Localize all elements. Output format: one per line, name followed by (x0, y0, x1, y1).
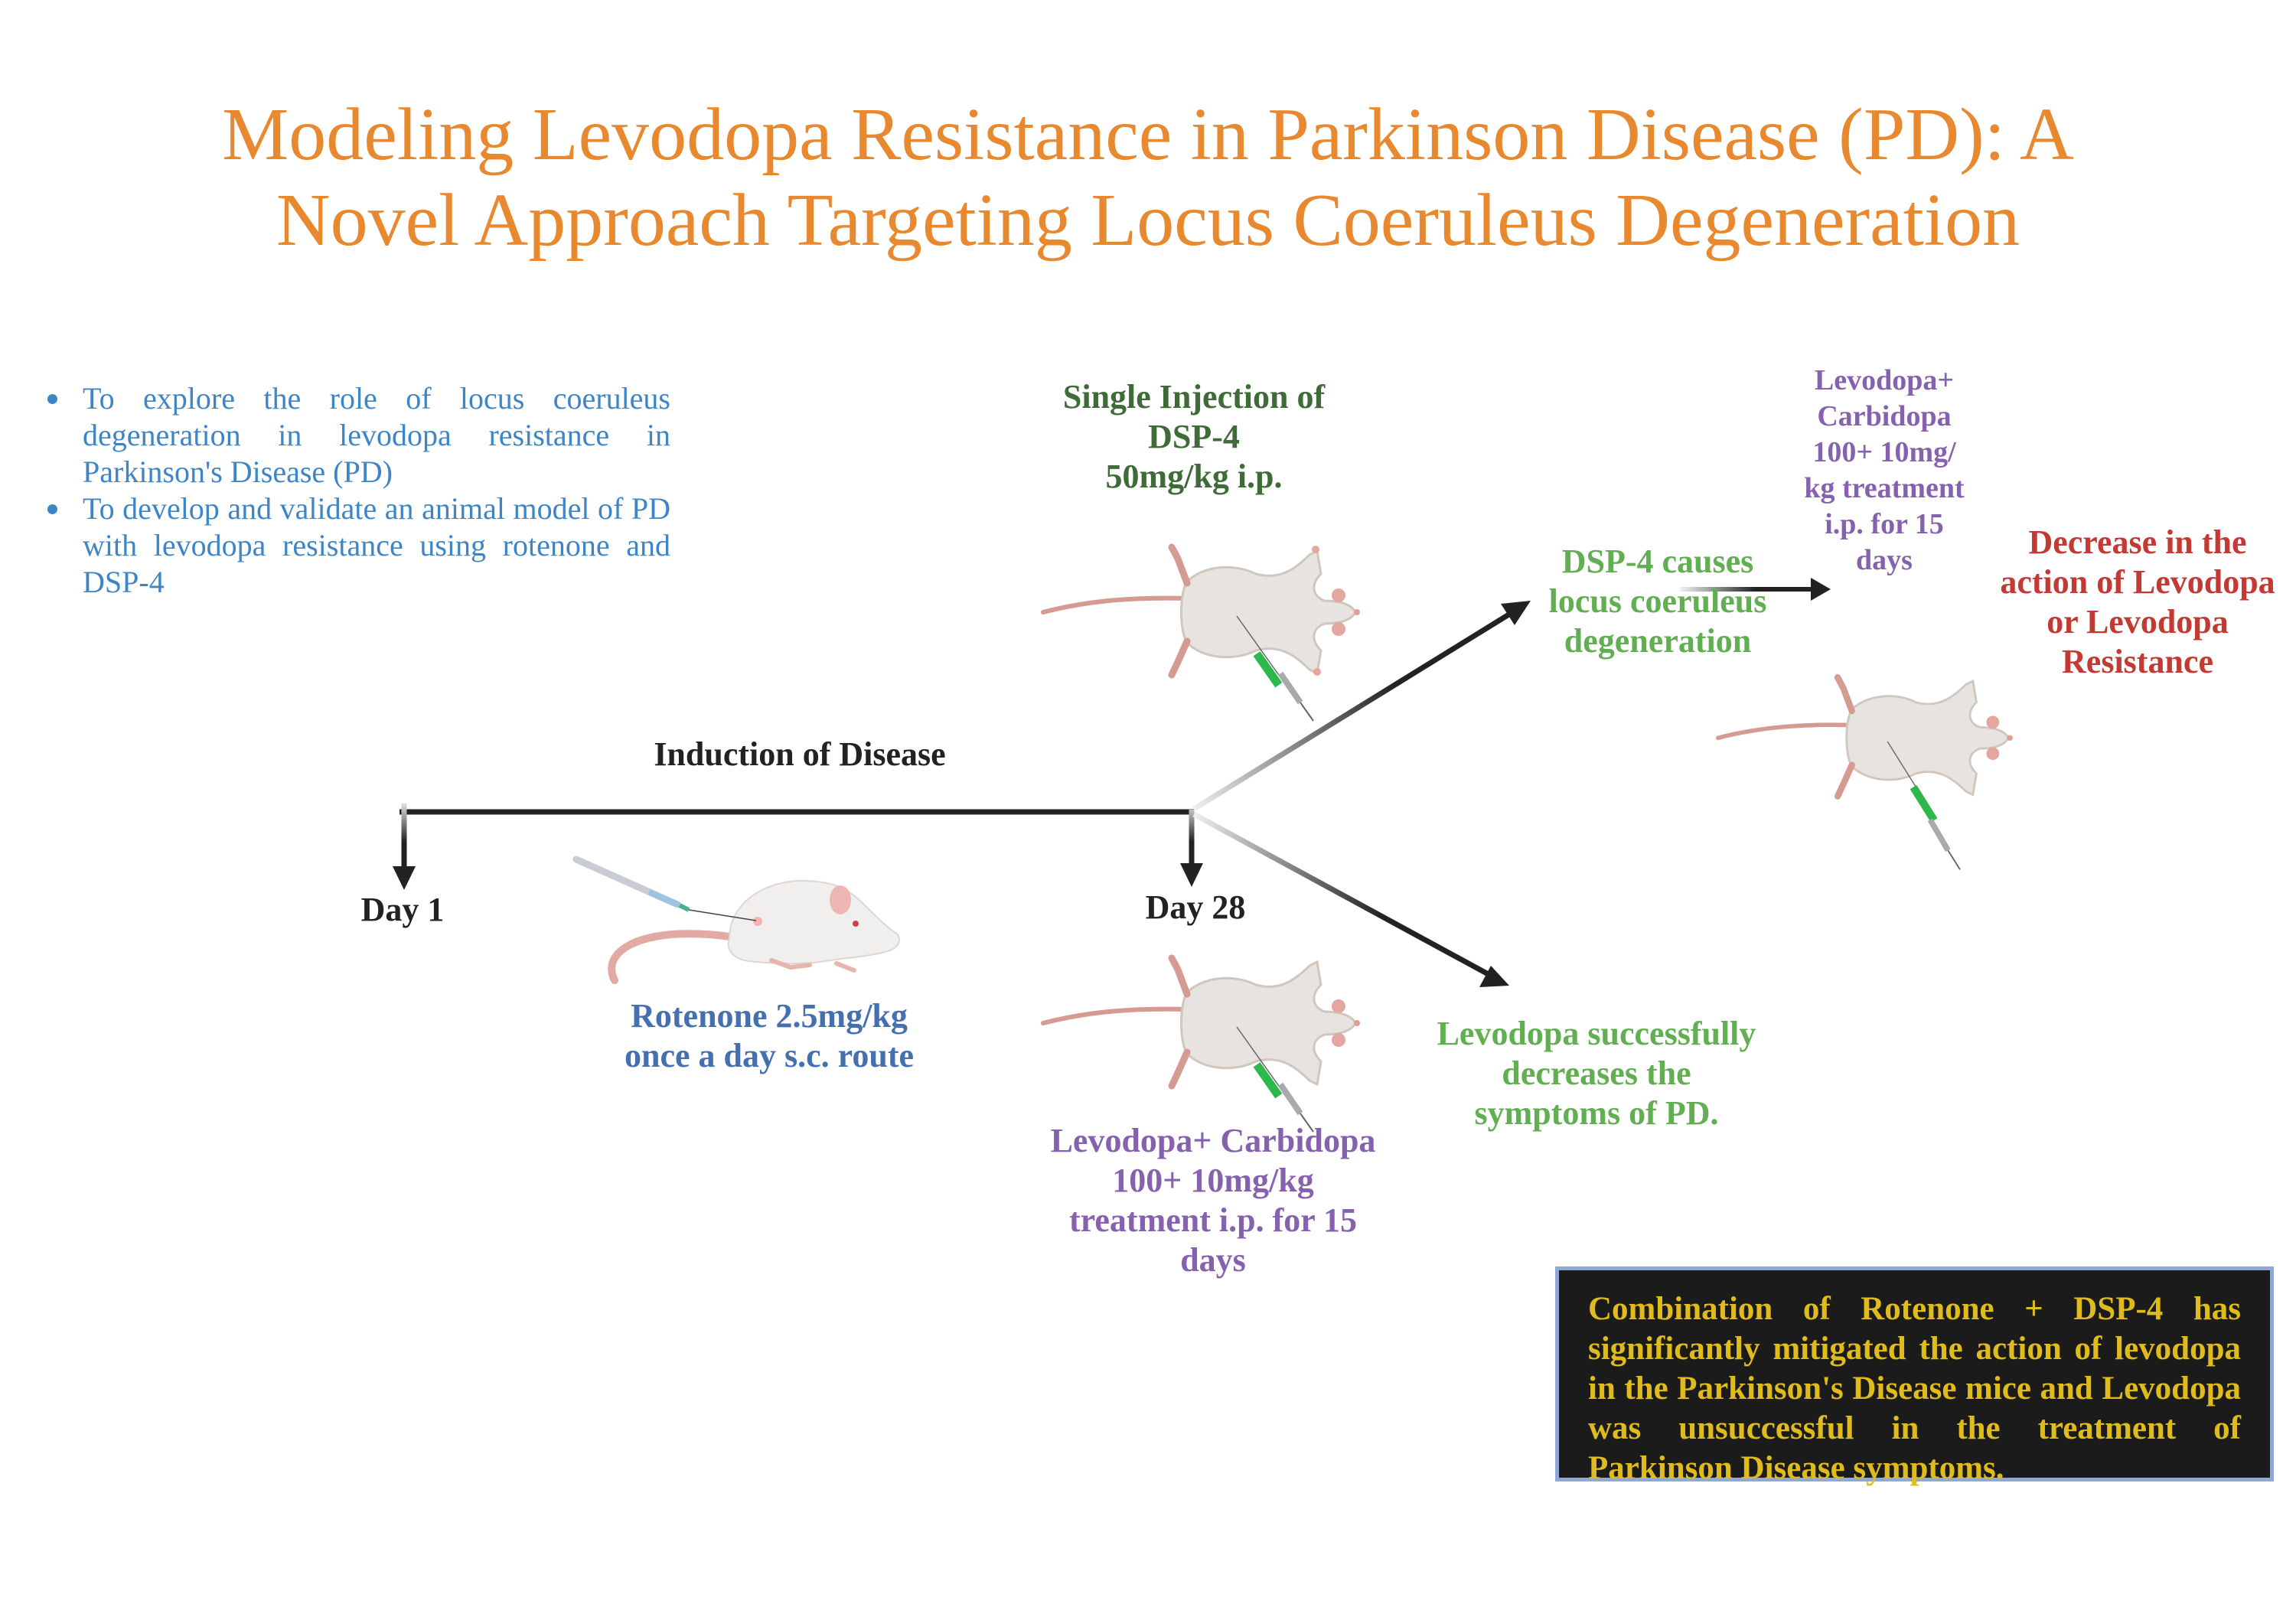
levodopa-resistance-label: Decrease in the action of Levodopa or Le… (1985, 523, 2291, 682)
treatment-line: days (1856, 544, 1913, 576)
outcome-line: or Levodopa (2047, 603, 2229, 641)
day28-treatment-label: Levodopa+ Carbidopa 100+ 10mg/kg treatme… (1022, 1121, 1404, 1280)
treatment-line: 100+ 10mg/kg (1112, 1162, 1314, 1199)
bullet-icon (47, 504, 57, 514)
lc-degeneration-label: DSP-4 causes locus coeruleus degeneratio… (1505, 542, 1811, 661)
treatment-line: Levodopa+ Carbidopa (1050, 1122, 1376, 1159)
outcome-line: Levodopa successfully (1437, 1015, 1756, 1052)
page-title: Modeling Levodopa Resistance in Parkinso… (0, 92, 2296, 263)
treatment-line: treatment i.p. for 15 (1069, 1201, 1357, 1239)
day28-arrow (1180, 810, 1203, 887)
treatment-line: days (1180, 1241, 1246, 1279)
treatment-line: i.p. for 15 (1825, 508, 1944, 540)
mouse-supine-resistance-icon (1716, 674, 2013, 870)
levodopa-success-label: Levodopa successfully decreases the symp… (1405, 1014, 1788, 1133)
conclusion-box: Combination of Rotenone + DSP-4 has sign… (1555, 1266, 2274, 1486)
objective-text: To explore the role of locus coeruleus d… (83, 381, 670, 489)
dsp4-injection-label: Single Injection of DSP-4 50mg/kg i.p. (1003, 377, 1385, 497)
objective-text: To develop and validate an animal model … (83, 491, 670, 599)
outcome-line: action of Levodopa (2000, 563, 2275, 601)
dsp4-line: Single Injection of (1062, 378, 1326, 416)
day1-arrow (393, 804, 416, 890)
treatment-line: kg treatment (1804, 472, 1965, 504)
day-28-label: Day 28 (1145, 888, 1246, 926)
upper-treatment-label: Levodopa+ Carbidopa 100+ 10mg/ kg treatm… (1769, 363, 1999, 579)
treatment-line: Levodopa+ (1814, 364, 1955, 396)
dsp4-line: 50mg/kg i.p. (1105, 458, 1283, 495)
title-line-2: Novel Approach Targeting Locus Coeruleus… (276, 179, 2020, 262)
outcome-line: decreases the (1502, 1054, 1691, 1092)
treatment-line: 100+ 10mg/ (1812, 436, 1956, 468)
rotenone-label: Rotenone 2.5mg/kg once a day s.c. route (578, 996, 960, 1076)
induction-label: Induction of Disease (654, 735, 946, 773)
lower-branch-arrow (1192, 811, 1509, 987)
objectives-list: To explore the role of locus coeruleus d… (41, 380, 670, 601)
effect-line: DSP-4 causes (1561, 543, 1754, 580)
treatment-line: Carbidopa (1817, 400, 1952, 432)
outcome-line: Resistance (2062, 643, 2213, 680)
objective-item: To explore the role of locus coeruleus d… (47, 380, 670, 491)
bullet-icon (47, 394, 57, 404)
mouse-supine-levodopa-icon (1041, 954, 1360, 1133)
rotenone-line: Rotenone 2.5mg/kg (631, 997, 908, 1035)
title-line-1: Modeling Levodopa Resistance in Parkinso… (222, 93, 2074, 176)
rotenone-line: once a day s.c. route (624, 1037, 915, 1074)
conclusion-text: Combination of Rotenone + DSP-4 has sign… (1588, 1291, 2241, 1486)
mouse-supine-dsp4-icon (1041, 543, 1360, 722)
upper-branch-arrow (1192, 601, 1531, 811)
dsp4-line: DSP-4 (1148, 418, 1240, 455)
resistance-arrow (1680, 578, 1831, 601)
outcome-line: Decrease in the (2028, 523, 2247, 561)
effect-line: locus coeruleus (1548, 582, 1767, 620)
mouse-rotenone-injection-icon (572, 856, 900, 984)
effect-line: degeneration (1564, 622, 1752, 660)
objective-item: To develop and validate an animal model … (47, 491, 670, 601)
day-1-label: Day 1 (360, 891, 445, 928)
outcome-line: symptoms of PD. (1474, 1094, 1719, 1132)
